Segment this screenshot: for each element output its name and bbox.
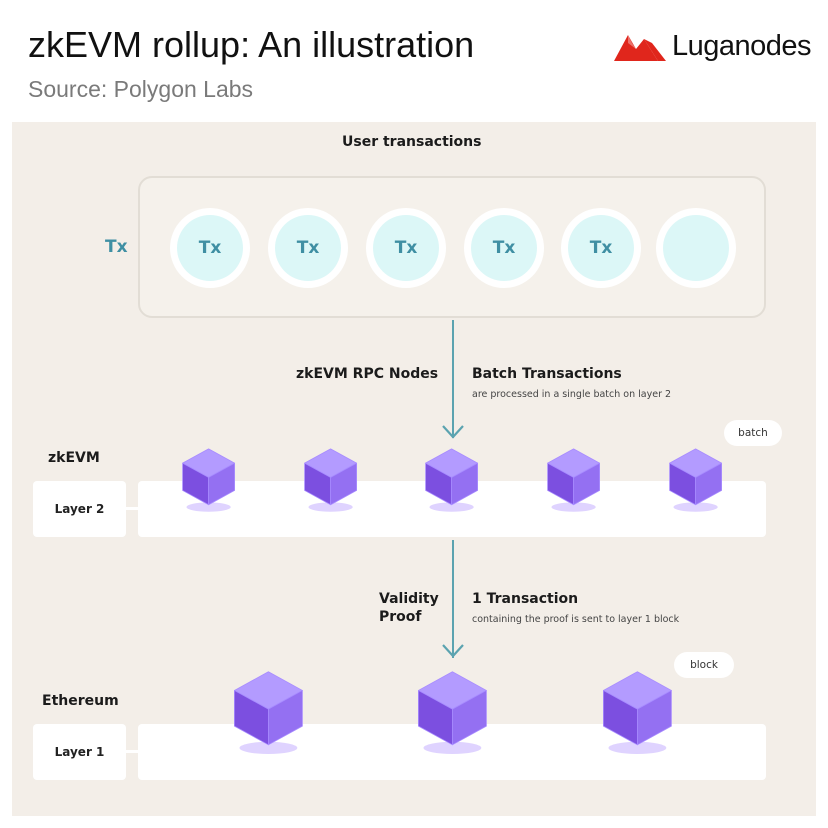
connector-line (452, 320, 454, 438)
brand-logo: Luganodes (614, 28, 812, 64)
tx-item-empty (656, 208, 736, 288)
layer1-box: Layer 1 (33, 724, 126, 780)
batch-bubble: batch (724, 420, 782, 446)
page-subtitle: Source: Polygon Labs (28, 76, 254, 102)
block-cube-icon (602, 671, 672, 754)
ethereum-label: Ethereum (42, 693, 119, 709)
logo-text: Luganodes (672, 29, 812, 62)
batch-cube-icon (425, 448, 479, 512)
tx-side-label: Tx (105, 237, 128, 257)
block-cube-icon (417, 671, 487, 754)
one-transaction-desc: containing the proof is sent to layer 1 … (472, 614, 680, 625)
arrow-down-icon (442, 425, 464, 439)
track-connector (126, 507, 140, 510)
batch-transactions-title: Batch Transactions (472, 366, 622, 382)
track-connector (126, 750, 140, 753)
block-bubble: block (674, 652, 734, 678)
block-cube-icon (233, 671, 303, 754)
tx-item: Tx (366, 208, 446, 288)
validity-proof-label-2: Proof (379, 609, 422, 625)
page-title: zkEVM rollup: An illustration (28, 24, 475, 65)
tx-item: Tx (464, 208, 544, 288)
layer2-box: Layer 2 (33, 481, 126, 537)
batch-cube-icon (669, 448, 723, 512)
batch-cube-icon (547, 448, 601, 512)
tx-item: Tx (561, 208, 641, 288)
luganodes-mountain-icon (614, 35, 666, 61)
connector-line (452, 540, 454, 658)
batch-cube-icon (304, 448, 358, 512)
batch-transactions-desc: are processed in a single batch on layer… (472, 389, 672, 400)
zkevm-label: zkEVM (48, 450, 100, 466)
tx-item: Tx (268, 208, 348, 288)
arrow-down-icon (442, 644, 464, 658)
batch-cube-icon (182, 448, 236, 512)
tx-item: Tx (170, 208, 250, 288)
user-transactions-label: User transactions (342, 134, 482, 150)
validity-proof-label-1: Validity (379, 591, 439, 607)
one-transaction-title: 1 Transaction (472, 591, 579, 607)
rpc-nodes-label: zkEVM RPC Nodes (296, 366, 439, 382)
